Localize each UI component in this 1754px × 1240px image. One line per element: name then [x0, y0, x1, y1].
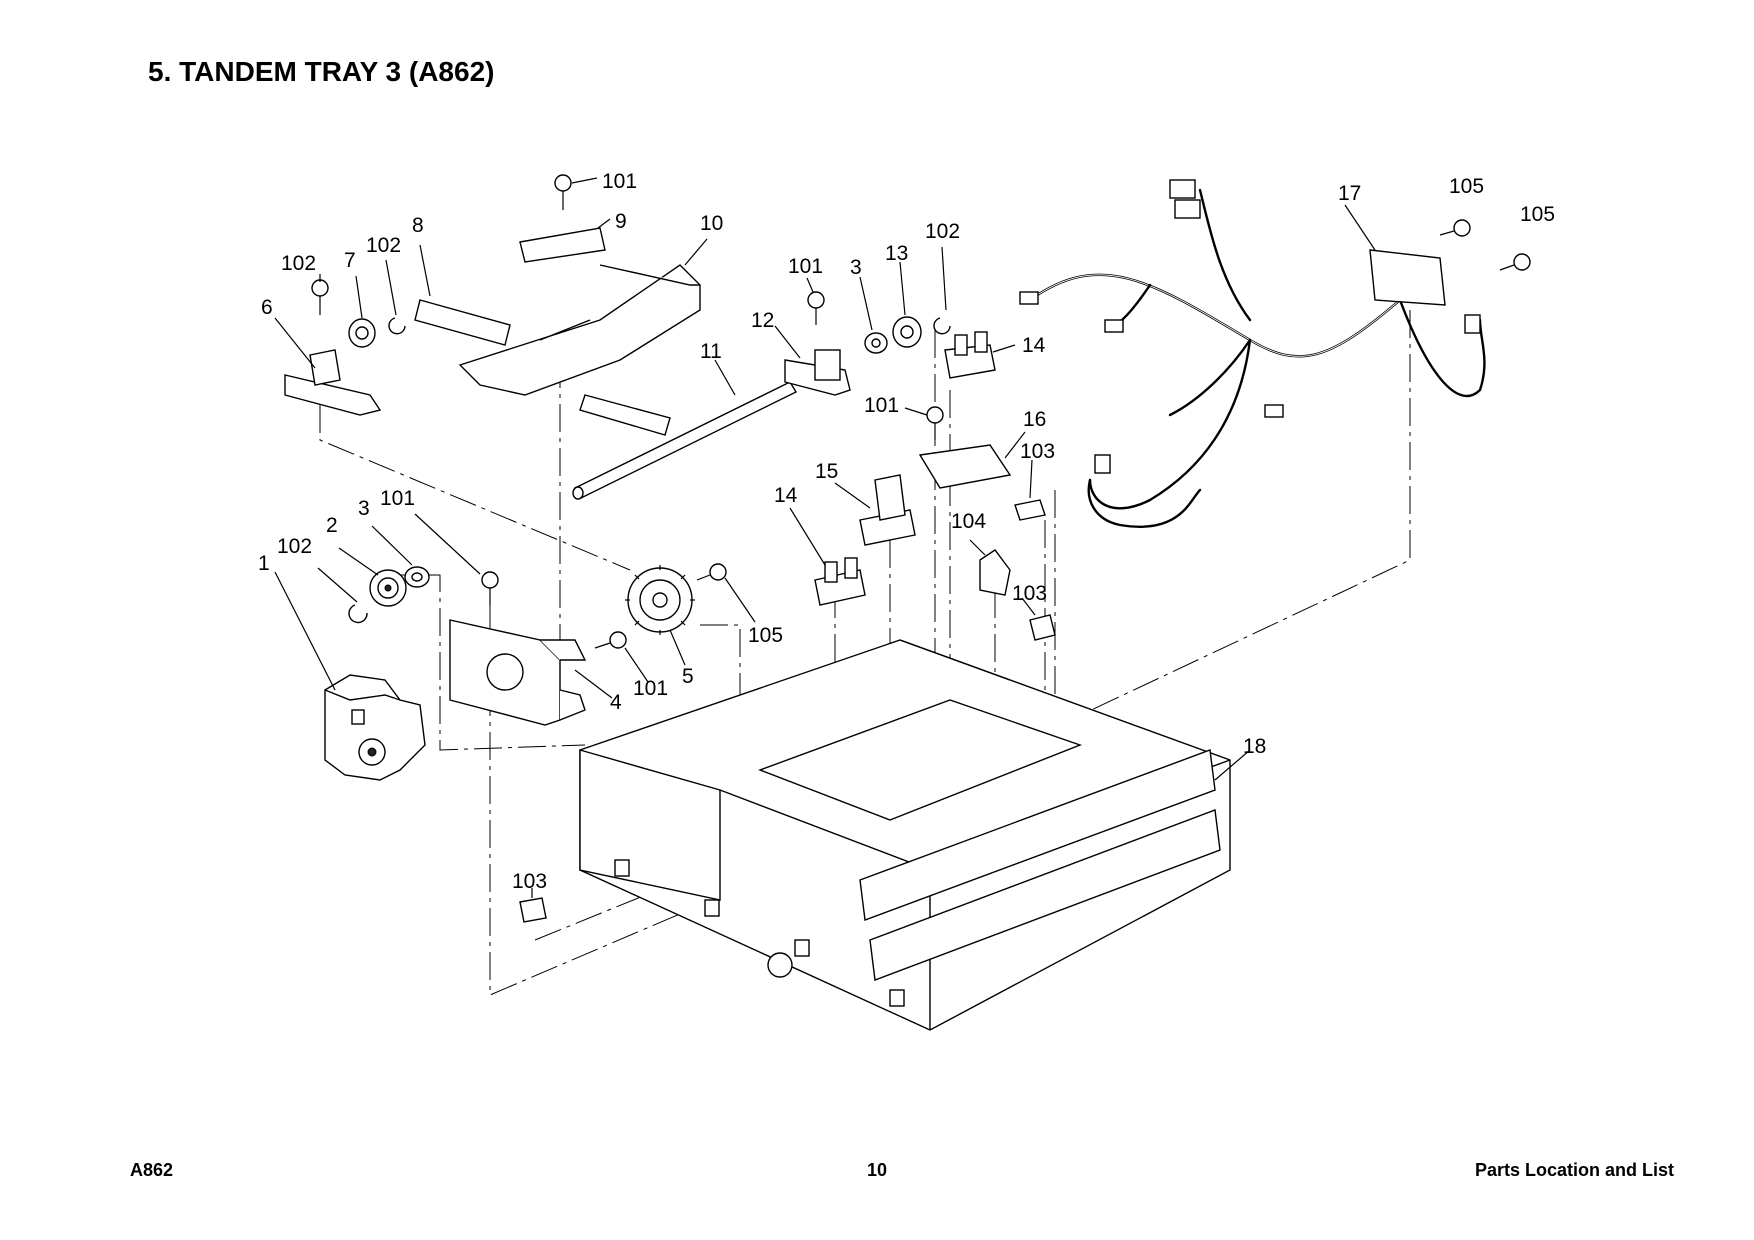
part-5-drive-gear: [625, 565, 695, 635]
callout-11: 11: [700, 340, 722, 363]
part-104-harness-guide: [979, 549, 1011, 596]
callout-101-gear-shaft: 101: [633, 677, 668, 700]
part-102-e-ring-left: [348, 604, 368, 624]
part-103-clamp-upper: [1014, 499, 1046, 521]
part-10-drive-frame: [458, 264, 701, 396]
part-102-e-ring-right: [933, 317, 951, 335]
callout-2: 2: [326, 514, 338, 537]
part-8-timing-belt: [414, 299, 671, 436]
callout-12: 12: [751, 309, 774, 332]
callout-16: 16: [1023, 408, 1046, 431]
part-17-wiring-harness: [1019, 179, 1486, 528]
callout-101-bracket: 101: [788, 255, 823, 278]
callout-101-gear-bracket: 101: [380, 487, 415, 510]
part-102-e-ring-upper: [388, 317, 406, 335]
callout-labels: 1 2 3 3 4 5 6 7 8 9 10 11 12 13 14 14 15…: [258, 170, 1555, 893]
callout-105-gear: 105: [748, 624, 783, 647]
callout-3-right: 3: [850, 256, 862, 279]
part-101-screw-bracket: [807, 291, 825, 325]
callout-101-top: 101: [602, 170, 637, 193]
callout-15: 15: [815, 460, 838, 483]
callout-1: 1: [258, 552, 270, 575]
callout-18: 18: [1243, 735, 1266, 758]
part-14-sensor-upper: [944, 331, 996, 379]
part-4-drive-bracket: [449, 619, 587, 726]
callout-104: 104: [951, 510, 986, 533]
callout-17: 17: [1338, 182, 1361, 205]
part-13-pulley: [892, 316, 922, 348]
page-title: 5. TANDEM TRAY 3 (A862): [148, 56, 495, 87]
part-12-bearing-holder: [784, 349, 851, 396]
part-3-bushing-right: [864, 332, 888, 354]
callout-14-upper: 14: [1022, 334, 1046, 357]
callout-4: 4: [610, 691, 622, 714]
part-103-clamp-middle: [1029, 614, 1056, 641]
part-101-screw-gear-bracket: [481, 571, 499, 605]
part-16-sensor-bracket: [918, 444, 1012, 489]
part-101-screw-gear-shaft: [594, 631, 627, 649]
part-105-screw-connector-left: [1439, 219, 1471, 237]
part-1-tray-lift-motor: [324, 674, 426, 781]
part-103-clamp-lower: [519, 897, 547, 923]
callout-9: 9: [615, 210, 627, 233]
part-105-screw-connector-right: [1499, 253, 1531, 271]
part-101-screw-sensor: [926, 406, 944, 440]
part-2-gear: [369, 569, 407, 607]
callout-105-right: 105: [1520, 203, 1555, 226]
part-105-screw-gear: [696, 563, 727, 581]
callout-103-upper: 103: [1020, 440, 1055, 463]
callout-102-right: 102: [925, 220, 960, 243]
callout-14-lower: 14: [774, 484, 798, 507]
callout-6: 6: [261, 296, 273, 319]
part-9-sensor-plate: [519, 227, 606, 263]
callout-102-top-left: 102: [281, 252, 316, 275]
callout-102-upper: 102: [366, 234, 401, 257]
callout-5: 5: [682, 665, 694, 688]
footer-page-number: 10: [866, 1160, 888, 1180]
callout-7: 7: [344, 249, 356, 272]
part-18-tray-unit: [579, 639, 1231, 1031]
part-6-pulley-bracket: [284, 349, 382, 416]
callout-10: 10: [700, 212, 723, 235]
callout-105-top: 105: [1449, 175, 1484, 198]
callout-13: 13: [885, 242, 908, 265]
callout-leader-lines: [274, 177, 1376, 898]
footer-section-name: Parts Location and List: [1474, 1160, 1674, 1180]
part-15-lift-sensor: [859, 474, 916, 546]
part-102-e-ring-top-left: [311, 279, 329, 315]
part-11-shaft: [572, 381, 797, 500]
footer-model-code: A862: [130, 1160, 174, 1180]
callout-103-middle: 103: [1012, 582, 1047, 605]
callout-101-sensor: 101: [864, 394, 899, 417]
part-101-screw-top: [554, 174, 572, 210]
callout-8: 8: [412, 214, 424, 237]
callout-102-left: 102: [277, 535, 312, 558]
part-7-pulley: [348, 318, 376, 348]
callout-3-left: 3: [358, 497, 370, 520]
part-14-sensor-lower: [814, 557, 866, 606]
callout-103-lower: 103: [512, 870, 547, 893]
part-3-bushing-left: [404, 566, 430, 588]
